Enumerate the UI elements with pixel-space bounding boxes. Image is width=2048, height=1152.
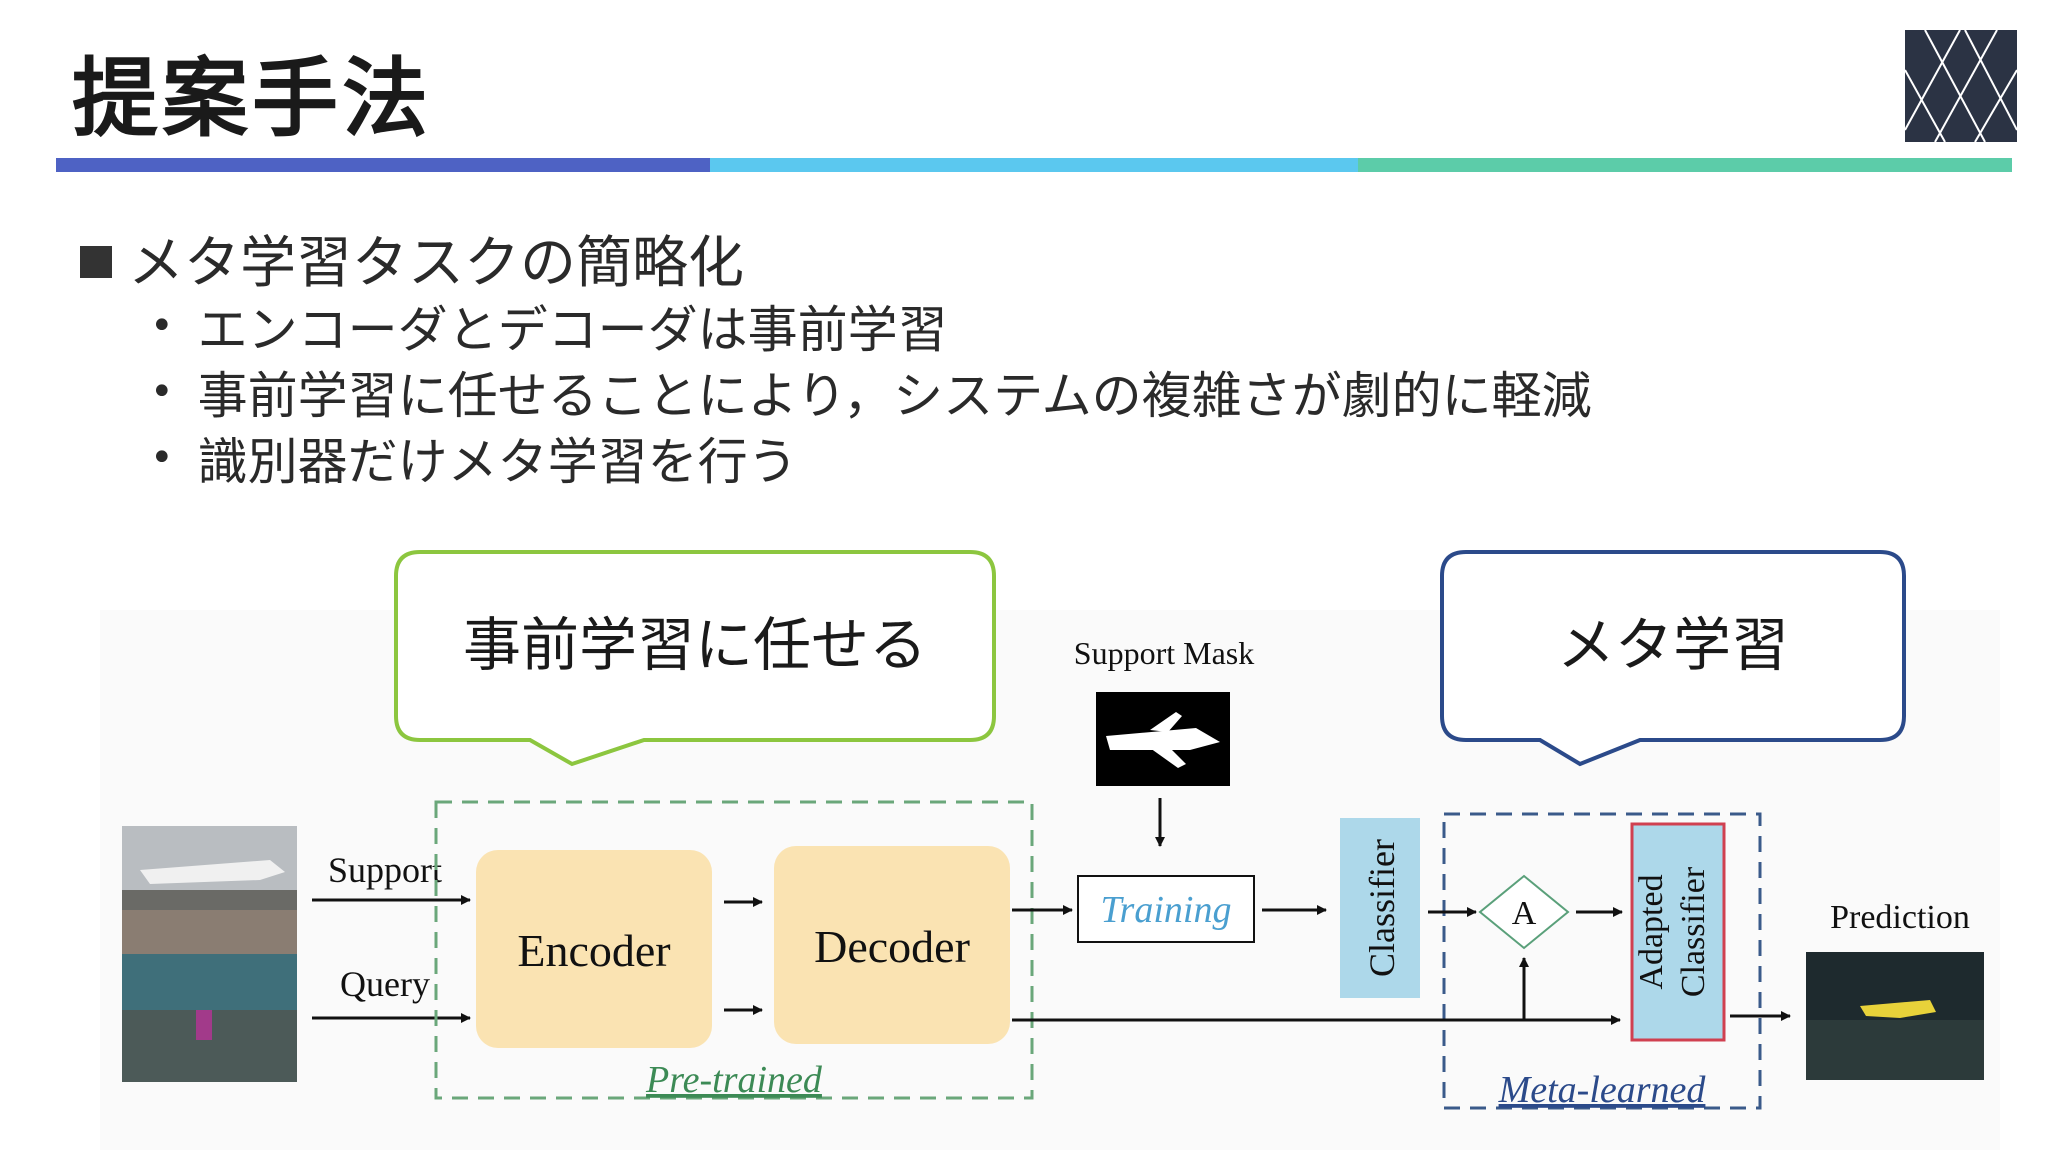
main-bullet: メタ学習タスクの簡略化: [80, 218, 744, 299]
support-mask-label: Support Mask: [1074, 635, 1254, 671]
meta-learned-box: [1442, 812, 1762, 1110]
support-image: [122, 826, 297, 954]
decoder-block: [774, 846, 1010, 1044]
adapted-label-line1: Adapted: [1633, 874, 1670, 989]
classifier-label: Classifier: [1362, 839, 1402, 977]
page-title: 提案手法: [72, 49, 432, 149]
prediction-label: Prediction: [1830, 899, 1970, 936]
sub-bullet: • エンコーダとデコーダは事前学習: [150, 290, 948, 362]
training-label: Training: [1101, 889, 1232, 931]
main-bullet-text: メタ学習タスクの簡略化: [128, 231, 744, 296]
pretrained-label: Pre-trained: [645, 1059, 823, 1101]
method-diagram: 事前学習に任せる メタ学習 Support Query Pre-trained …: [100, 550, 2000, 1150]
query-label: Query: [340, 964, 430, 1004]
support-mask-image: [1096, 692, 1230, 786]
header-bar-cyan: [710, 158, 1358, 172]
square-bullet-icon: [80, 245, 112, 278]
support-label: Support: [328, 850, 442, 890]
a-node: [1478, 874, 1570, 950]
header-bar-green: [1358, 158, 2012, 172]
a-node-label: A: [1512, 895, 1537, 932]
pretrained-box: [434, 800, 1034, 1100]
decoder-label: Decoder: [814, 921, 970, 972]
adapted-classifier-block: [1630, 822, 1726, 1042]
logo-lattice-icon: [1905, 30, 2017, 142]
sub-bullet-text: エンコーダとデコーダは事前学習: [197, 301, 948, 359]
adapted-label-line2: Classifier: [1675, 866, 1712, 997]
dot-bullet-icon: •: [150, 435, 174, 481]
logo: [1905, 30, 2017, 142]
sub-bullet: • 識別器だけメタ学習を行う: [150, 422, 798, 494]
sub-bullet-text: 識別器だけメタ学習を行う: [197, 433, 798, 491]
encoder-label: Encoder: [517, 925, 670, 976]
callout-meta-text: メタ学習: [1557, 611, 1789, 679]
dot-bullet-icon: •: [150, 369, 174, 415]
meta-learned-label: Meta-learned: [1498, 1069, 1707, 1111]
callout-pretrain: 事前学習に任せる: [394, 550, 996, 767]
prediction-image: [1806, 952, 1984, 1080]
training-box: [1077, 875, 1255, 943]
callout-meta: メタ学習: [1440, 550, 1906, 767]
query-image: [122, 954, 297, 1082]
sub-bullet-text: 事前学習に任せることにより，システムの複雑さが劇的に軽減: [197, 367, 1592, 425]
encoder-block: [476, 850, 712, 1048]
dot-bullet-icon: •: [150, 303, 174, 349]
callout-pretrain-text: 事前学習に任せる: [463, 611, 927, 679]
classifier-block: [1340, 818, 1420, 998]
sub-bullet: • 事前学習に任せることにより，システムの複雑さが劇的に軽減: [150, 356, 1592, 428]
header-bar-blue: [56, 158, 710, 172]
